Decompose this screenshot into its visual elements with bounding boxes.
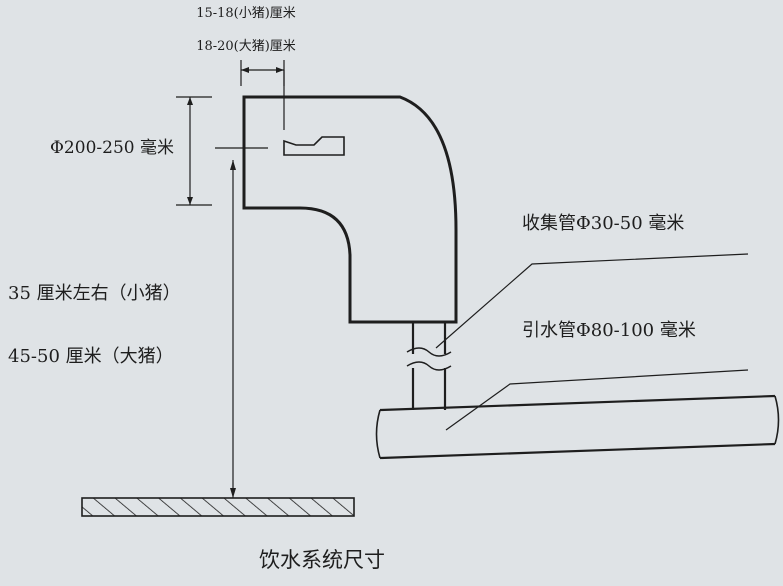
supply-pipe — [375, 394, 780, 460]
collector-pipe — [406, 322, 452, 410]
top-width-dimension — [240, 60, 285, 130]
diameter-dimension — [176, 96, 212, 206]
collector-leader-line — [435, 253, 749, 349]
height-dimension — [230, 160, 236, 498]
diagram-caption: 饮水系统尺寸 — [259, 548, 385, 572]
height-small-label: 35 厘米左右（小猪） — [8, 283, 181, 304]
supply-pipe-label: 引水管Φ80-100 毫米 — [522, 320, 696, 341]
floor-slab — [81, 497, 355, 517]
nozzle-opening — [283, 136, 345, 156]
height-large-label: 45-50 厘米（大猪） — [8, 346, 174, 367]
top-width-large-label: 18-20(大猪)厘米 — [196, 39, 296, 54]
collector-pipe-label: 收集管Φ30-50 毫米 — [522, 213, 684, 234]
supply-leader-line — [445, 369, 749, 431]
drinker-elbow — [242, 95, 458, 324]
diameter-label: Φ200-250 毫米 — [50, 138, 174, 158]
top-width-small-label: 15-18(小猪)厘米 — [196, 6, 296, 21]
